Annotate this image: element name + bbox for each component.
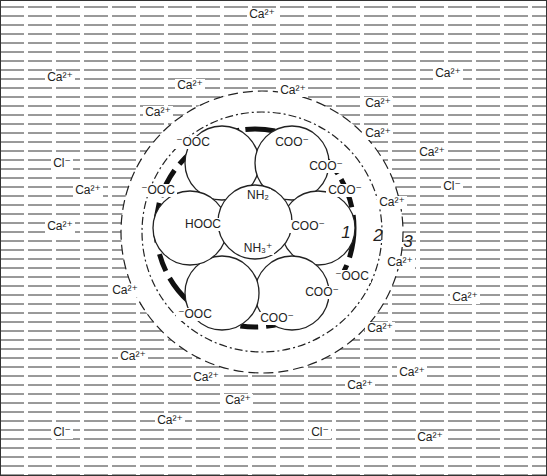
ion-label: Cl⁻ bbox=[309, 426, 331, 439]
ion-label: Ca²⁺ bbox=[433, 67, 463, 80]
ion-label: Ca²⁺ bbox=[110, 284, 140, 297]
layer-boundary-outer bbox=[121, 91, 403, 373]
ion-label: Ca²⁺ bbox=[363, 97, 393, 110]
layer-number: 1 bbox=[339, 224, 352, 242]
ion-label: Ca²⁺ bbox=[417, 146, 447, 159]
ion-label: Ca²⁺ bbox=[73, 184, 103, 197]
layer-number: 2 bbox=[371, 227, 384, 245]
ion-label: Ca²⁺ bbox=[143, 106, 173, 119]
ion-label: Ca²⁺ bbox=[118, 350, 148, 363]
layer-boundary-inner bbox=[142, 112, 382, 352]
ion-label: Cl⁻ bbox=[51, 426, 73, 439]
ion-label: Cl⁻ bbox=[441, 180, 463, 193]
ion-label: COO⁻ bbox=[326, 184, 364, 197]
ion-label: HOOC bbox=[183, 218, 223, 231]
subunit-circles bbox=[153, 126, 355, 330]
ion-label: COO⁻ bbox=[303, 286, 341, 299]
ion-label: Ca²⁺ bbox=[363, 127, 393, 140]
ion-label: Ca²⁺ bbox=[365, 322, 395, 335]
ion-label: Ca²⁺ bbox=[45, 71, 75, 84]
ion-label: ⁻OOC bbox=[174, 136, 212, 149]
ion-label: Ca²⁺ bbox=[247, 8, 277, 21]
ion-label: ⁻OOC bbox=[333, 270, 371, 283]
ion-label: Ca²⁺ bbox=[45, 220, 75, 233]
ion-label: Ca²⁺ bbox=[278, 84, 308, 97]
ion-label: Ca²⁺ bbox=[345, 379, 375, 392]
ion-label: COO⁻ bbox=[273, 136, 311, 149]
ion-label: NH₃⁺ bbox=[242, 242, 275, 255]
ion-label: COO⁻ bbox=[258, 312, 296, 325]
ion-label: Ca²⁺ bbox=[223, 394, 253, 407]
clear-zone bbox=[121, 91, 403, 373]
ion-label: COO⁻ bbox=[307, 160, 345, 173]
ion-label: COO⁻ bbox=[289, 220, 327, 233]
ion-label: ⁻OOC bbox=[139, 184, 177, 197]
ion-label: Ca²⁺ bbox=[415, 431, 445, 444]
ion-label: Cl⁻ bbox=[51, 157, 73, 170]
ion-label: Ca²⁺ bbox=[377, 196, 407, 209]
ion-label: Ca²⁺ bbox=[397, 366, 427, 379]
ion-label: Ca²⁺ bbox=[155, 414, 185, 427]
ion-label: Ca²⁺ bbox=[385, 256, 415, 269]
ion-label: Ca²⁺ bbox=[175, 79, 205, 92]
ion-label: Ca²⁺ bbox=[191, 371, 221, 384]
ion-label: ⁻OOC bbox=[176, 308, 214, 321]
ion-label: NH₂ bbox=[245, 189, 271, 202]
ion-label: Ca²⁺ bbox=[450, 291, 480, 304]
layer-number: 3 bbox=[401, 233, 414, 251]
